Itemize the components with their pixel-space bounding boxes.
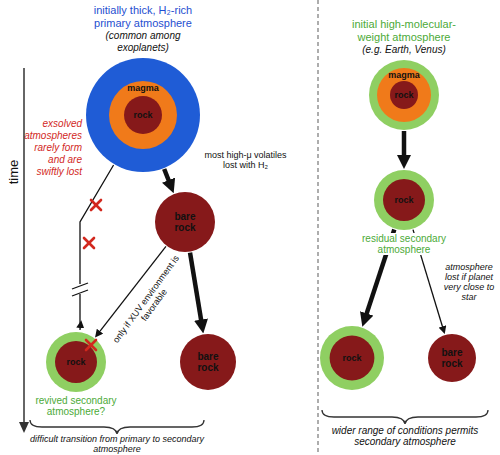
layer-disc <box>155 192 215 252</box>
text-group: magma <box>377 70 431 80</box>
text-group: rock <box>320 326 384 390</box>
secondary-atmosphere-planet: initial high-molecular-weight atmosphere… <box>369 60 439 130</box>
text-group: rock <box>124 96 162 134</box>
rock-core-disc <box>383 179 425 221</box>
rock-core: rock <box>390 81 418 109</box>
atmosphere-ring <box>320 326 384 390</box>
planet-caption: residual secondary atmosphere <box>349 233 459 255</box>
cross-mark <box>91 200 101 210</box>
evolution-arrow <box>190 253 202 324</box>
text-group: residual secondary atmosphere <box>349 233 459 255</box>
panel-divider <box>317 0 318 455</box>
cross-mark <box>84 238 94 248</box>
secondary-atmosphere-planet: rockrevived secondary atmosphere? <box>46 332 106 392</box>
evolution-arrow <box>164 169 170 184</box>
layer-label: magma <box>109 83 177 93</box>
layer-label: bare rock <box>167 211 203 233</box>
text-group: rock <box>374 170 434 230</box>
bare-rock-planet: bare rock <box>155 192 215 252</box>
time-axis <box>23 68 25 424</box>
planet-heading: (e.g. Earth, Venus) <box>348 44 460 56</box>
cross-marks <box>84 200 101 350</box>
text-group: bare rock <box>155 192 215 252</box>
layer-label: rock <box>394 195 413 205</box>
bracket-note: difficult transition from primary to sec… <box>12 435 222 454</box>
edge-label: most high-μ volatiles lost with H₂ <box>198 150 293 170</box>
evolution-arrow <box>402 131 407 159</box>
bare-rock-planet: bare rock <box>428 334 476 382</box>
secondary-atmosphere-planet: rockresidual secondary atmosphere <box>374 170 434 230</box>
magma-layer: magma rock <box>377 68 431 122</box>
note-text: exsolved atmospheres rarely form and are… <box>20 118 82 178</box>
atmosphere-ring <box>46 332 106 392</box>
text-group: revived secondary atmosphere? <box>26 395 126 417</box>
text-group: magma <box>109 83 177 93</box>
layer-disc <box>109 81 177 149</box>
text-group: bare rock <box>428 334 476 382</box>
edge-label: atmosphere lost if planet very close to … <box>440 262 498 302</box>
planet-heading: initial high-molecular-weight atmosphere <box>348 18 460 44</box>
layer-disc <box>124 96 162 134</box>
text-group: initially thick, H₂-rich primary atmosph… <box>91 4 195 54</box>
curly-bracket <box>322 410 488 424</box>
curly-bracket <box>30 420 204 434</box>
line-break-gap <box>72 284 88 294</box>
planet-heading: (common among exoplanets) <box>91 30 195 54</box>
line-break-mark <box>72 283 88 289</box>
text-group: rock <box>390 81 418 109</box>
layer-label: bare rock <box>437 347 467 369</box>
planet-heading: initially thick, H₂-rich primary atmosph… <box>91 4 195 30</box>
layer-label: rock <box>394 90 413 100</box>
text-group: bare rock <box>180 334 236 390</box>
text-group: initial high-molecular-weight atmosphere… <box>348 18 460 56</box>
layer-disc <box>86 58 200 172</box>
layer-label: bare rock <box>190 351 226 373</box>
rock-core: rock <box>124 96 162 134</box>
rock-core-disc <box>55 341 97 383</box>
time-axis-head <box>19 422 29 433</box>
bare-rock-planet: bare rock <box>180 334 236 390</box>
layer-label: magma <box>377 70 431 80</box>
layer-label: rock <box>342 353 361 363</box>
evolution-arrow <box>80 165 114 330</box>
layer-label: rock <box>66 357 85 367</box>
axis-label: time <box>7 155 21 189</box>
text-group: rock <box>46 332 106 392</box>
layer-label: rock <box>133 110 152 120</box>
secondary-atmosphere-planet: rock <box>320 326 384 390</box>
line-break-mark <box>72 290 88 296</box>
rock-core-disc <box>330 336 375 381</box>
cross-mark <box>84 238 94 248</box>
layer-disc <box>369 60 439 130</box>
layer-disc <box>428 334 476 382</box>
cross-mark <box>91 200 101 210</box>
atmosphere-ring <box>374 170 434 230</box>
layer-disc <box>180 334 236 390</box>
planet-caption: revived secondary atmosphere? <box>26 395 126 417</box>
layer-disc <box>390 81 418 109</box>
magma-layer: magma rock <box>109 81 177 149</box>
bracket-note: wider range of conditions permits second… <box>325 425 485 447</box>
primary-atmosphere-planet: initially thick, H₂-rich primary atmosph… <box>86 58 200 172</box>
layer-disc <box>377 68 431 122</box>
